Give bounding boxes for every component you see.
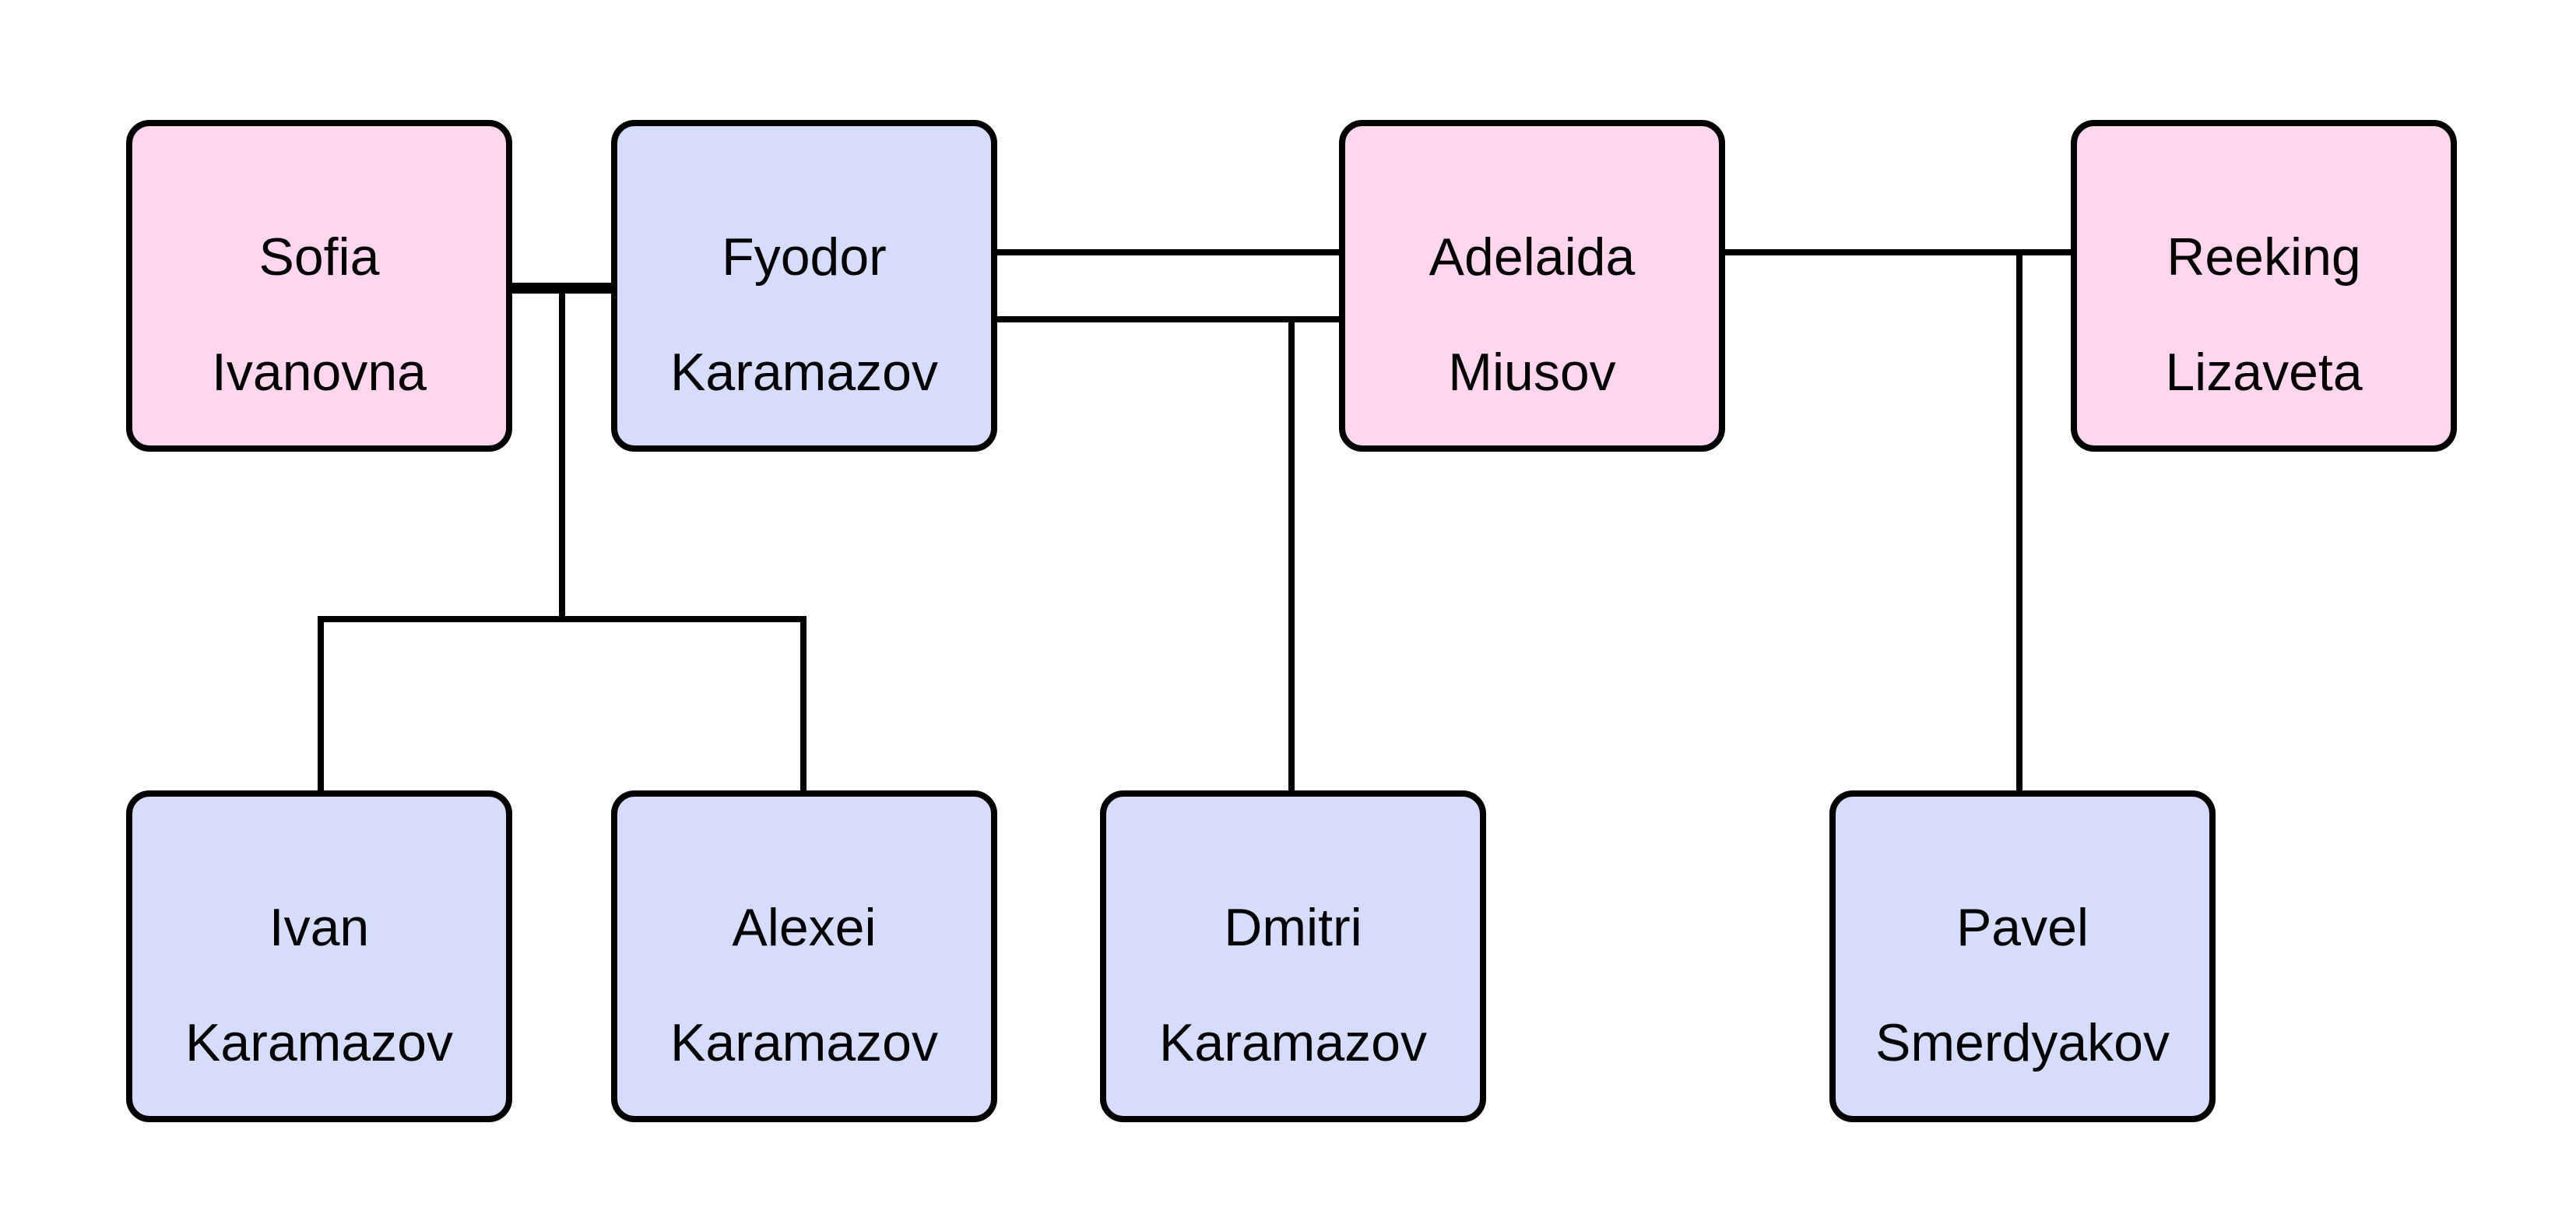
first-name: Alexei (732, 898, 877, 957)
person-name: Dmitri Karamazov (1159, 841, 1427, 1072)
person-name: Adelaida Miusov (1429, 171, 1636, 401)
last-name: Karamazov (670, 343, 938, 402)
person-node-ivan-karamazov: Ivan Karamazov (126, 790, 512, 1122)
last-name: Karamazov (670, 1013, 938, 1072)
first-name: Pavel (1956, 898, 2089, 957)
person-node-pavel-smerdyakov: Pavel Smerdyakov (1829, 790, 2216, 1122)
first-name: Dmitri (1224, 898, 1362, 957)
first-name: Fyodor (722, 227, 887, 287)
last-name: Karamazov (185, 1013, 453, 1072)
person-node-sofia-ivanovna: Sofia Ivanovna (126, 120, 512, 452)
last-name: Karamazov (1159, 1013, 1427, 1072)
last-name: Lizaveta (2165, 343, 2363, 402)
first-name: Ivan (269, 898, 370, 957)
person-name: Pavel Smerdyakov (1875, 841, 2170, 1072)
person-name: Fyodor Karamazov (670, 171, 938, 401)
person-node-reeking-lizaveta: Reeking Lizaveta (2071, 120, 2457, 452)
last-name: Miusov (1448, 343, 1616, 402)
last-name: Ivanovna (212, 343, 427, 402)
first-name: Reeking (2167, 227, 2361, 287)
last-name: Smerdyakov (1875, 1013, 2170, 1072)
person-name: Ivan Karamazov (185, 841, 453, 1072)
person-node-dmitri-karamazov: Dmitri Karamazov (1100, 790, 1486, 1122)
person-name: Sofia Ivanovna (212, 171, 427, 401)
person-name: Reeking Lizaveta (2165, 171, 2362, 401)
person-node-adelaida-miusov: Adelaida Miusov (1339, 120, 1725, 452)
person-node-alexei-karamazov: Alexei Karamazov (611, 790, 997, 1122)
first-name: Sofia (258, 227, 380, 287)
first-name: Adelaida (1429, 227, 1636, 287)
person-node-fyodor-karamazov: Fyodor Karamazov (611, 120, 997, 452)
person-name: Alexei Karamazov (670, 841, 938, 1072)
